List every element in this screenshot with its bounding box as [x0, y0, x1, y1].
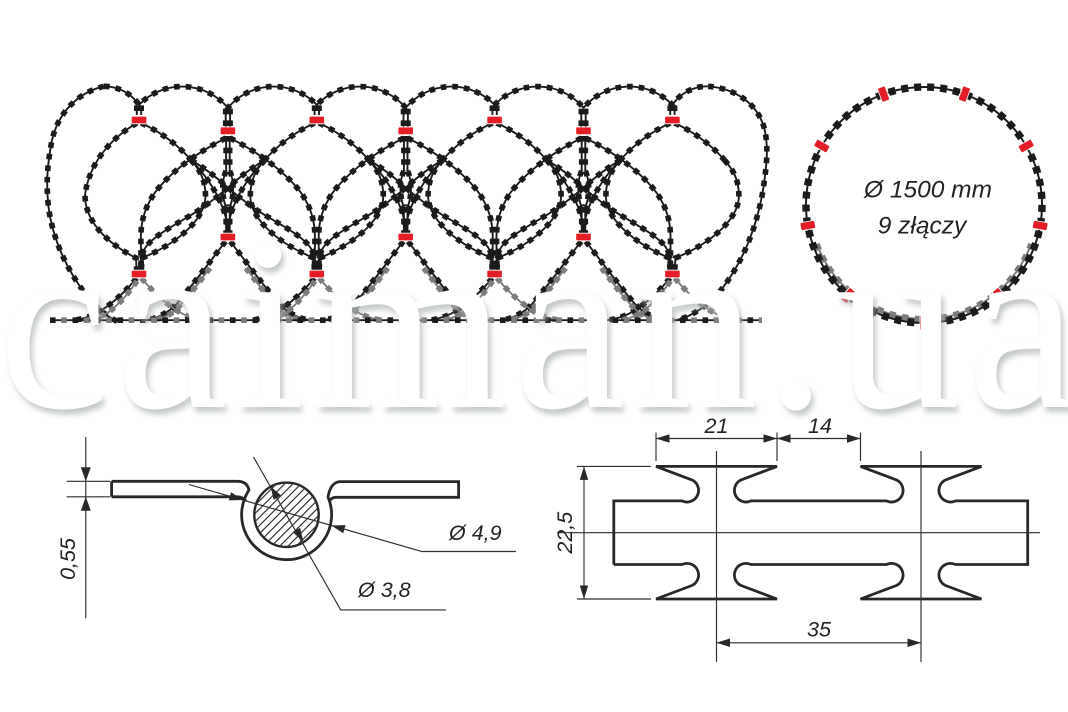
svg-text:22,5: 22,5 [553, 511, 577, 555]
svg-text:0,55: 0,55 [56, 537, 80, 580]
svg-text:Ø 3,8: Ø 3,8 [357, 578, 411, 602]
svg-text:Ø 4,9: Ø 4,9 [448, 521, 502, 545]
svg-text:Ø 1500 mm: Ø 1500 mm [863, 177, 992, 204]
svg-text:14: 14 [808, 414, 832, 438]
svg-text:35: 35 [807, 618, 832, 642]
svg-text:21: 21 [704, 414, 729, 438]
svg-text:9 złączy: 9 złączy [878, 213, 968, 240]
svg-text:caiman.ua: caiman.ua [0, 185, 1068, 462]
